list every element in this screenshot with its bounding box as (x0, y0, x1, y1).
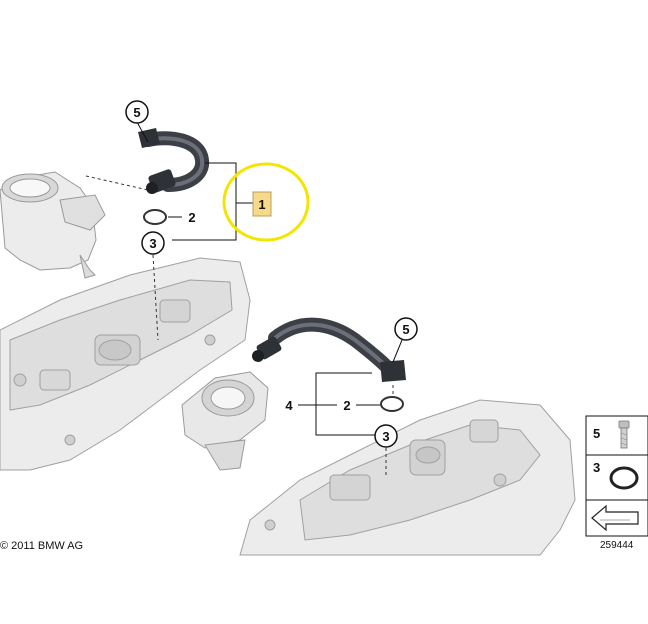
callout-5-top[interactable]: 5 (125, 100, 149, 124)
callout-5-top-label: 5 (133, 105, 140, 120)
callout-2-middle-label: 2 (343, 398, 350, 413)
callout-2-top[interactable]: 2 (182, 207, 202, 227)
bolt-icon (618, 420, 630, 449)
legend-item-3-label: 3 (593, 460, 600, 475)
callout-3-top-label: 3 (149, 236, 156, 251)
throttle-body-middle (181, 371, 269, 471)
highlight-circle (222, 162, 310, 242)
callout-4[interactable]: 4 (280, 395, 298, 415)
callout-1-label: 1 (258, 197, 265, 212)
diagram-number: 259444 (600, 540, 634, 551)
callout-5-middle[interactable]: 5 (394, 317, 418, 341)
callout-4-label: 4 (285, 398, 293, 413)
dashed-guides (85, 175, 394, 475)
callout-2-middle[interactable]: 2 (338, 395, 356, 415)
o-ring-middle (380, 396, 404, 412)
callout-1-box[interactable] (252, 191, 272, 217)
legend-item-5-label: 5 (593, 426, 600, 441)
callout-5-middle-label: 5 (402, 322, 409, 337)
callout-3-middle[interactable]: 3 (374, 424, 398, 448)
valve-cover-bottom (239, 399, 576, 556)
vent-hose-middle (252, 317, 406, 382)
callout-3-top[interactable]: 3 (141, 231, 165, 255)
callout-2-top-label: 2 (188, 210, 195, 225)
valve-cover-top (0, 257, 251, 471)
leader-lines (136, 121, 403, 436)
copyright-text: © 2011 BMW AG (0, 540, 84, 552)
vent-hose-top (138, 128, 210, 194)
legend-item-3[interactable]: 3 (593, 460, 639, 490)
legend-item-5[interactable]: 5 (593, 420, 630, 449)
o-ring-icon (609, 466, 639, 490)
callout-3-middle-label: 3 (382, 429, 389, 444)
throttle-housing-top (0, 171, 106, 279)
o-ring-top (143, 209, 167, 225)
direction-arrow-icon (591, 504, 639, 532)
